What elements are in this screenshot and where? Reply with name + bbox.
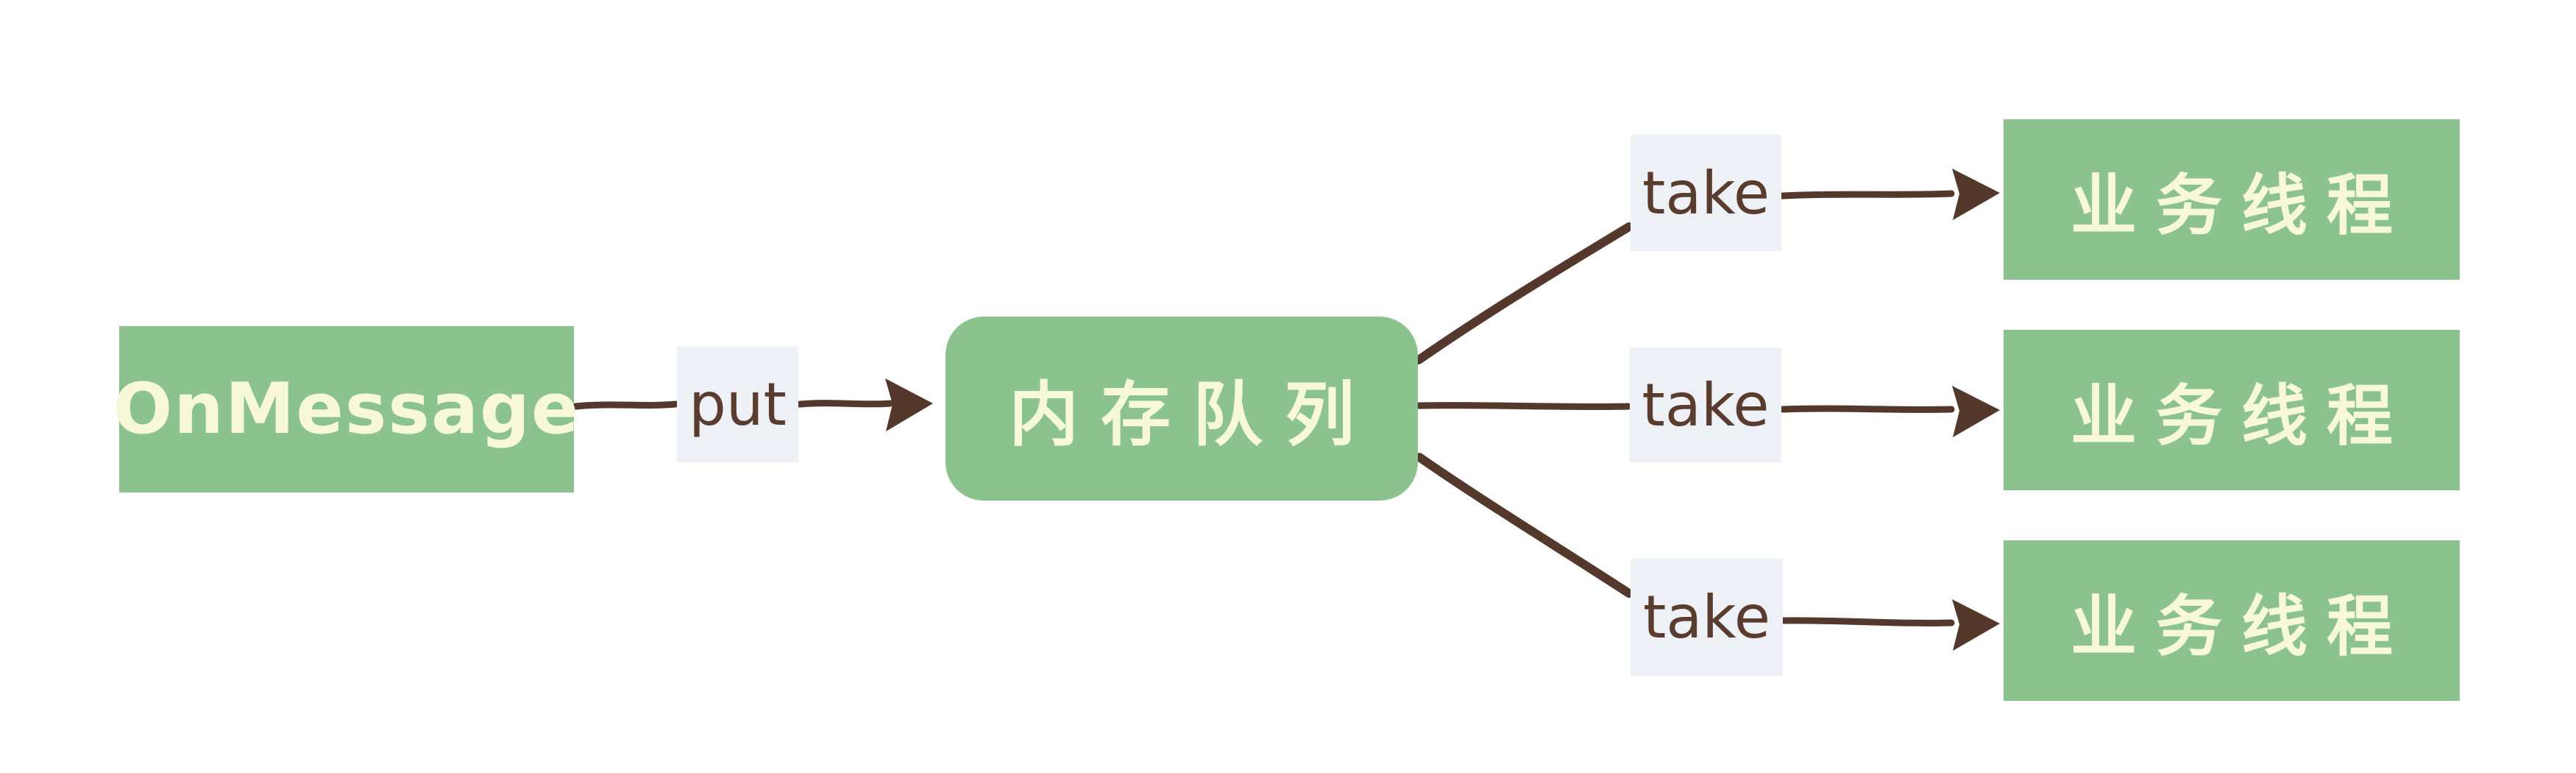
arrow-take1-to-worker1-line [1779,190,1955,200]
edge-label-take-3-text: take [1642,583,1771,652]
node-worker-thread-1: 业务线程 [2004,119,2460,280]
node-worker-thread-3-label: 业务线程 [2071,588,2412,666]
node-worker-thread-2: 业务线程 [2004,330,2460,490]
arrow-take2-to-worker2-head [1952,386,2000,437]
node-worker-thread-2-label: 业务线程 [2071,378,2412,455]
arrow-take3-to-worker3-head [1952,599,2000,651]
arrow-source-to-put-line [572,400,679,410]
node-worker-thread-1-label: 业务线程 [2071,167,2412,244]
node-memory-queue: 内存队列 [945,317,1418,501]
arrow-queue-to-take1-line [1414,222,1633,364]
edge-label-take-1: take [1631,135,1781,251]
arrow-take3-to-worker3-line [1780,617,1955,626]
node-onmessage: OnMessage [113,326,579,493]
arrow-take1-to-worker1-head [1952,169,2000,220]
arrow-put-to-queue-head [885,378,933,431]
edge-label-put-text: put [689,370,787,439]
edge-label-take-2-text: take [1642,370,1770,440]
edge-label-take-3: take [1631,559,1783,676]
arrow-queue-to-take3-line [1415,453,1633,598]
edge-label-put: put [677,347,798,462]
edge-label-take-2: take [1630,347,1781,462]
edge-label-take-1-text: take [1642,158,1770,227]
node-worker-thread-3: 业务线程 [2004,540,2460,701]
arrow-put-to-queue-line [796,400,894,408]
arrow-queue-to-take2-line [1415,402,1632,410]
node-onmessage-label: OnMessage [113,369,581,450]
node-memory-queue-label: 内存队列 [1008,374,1377,456]
